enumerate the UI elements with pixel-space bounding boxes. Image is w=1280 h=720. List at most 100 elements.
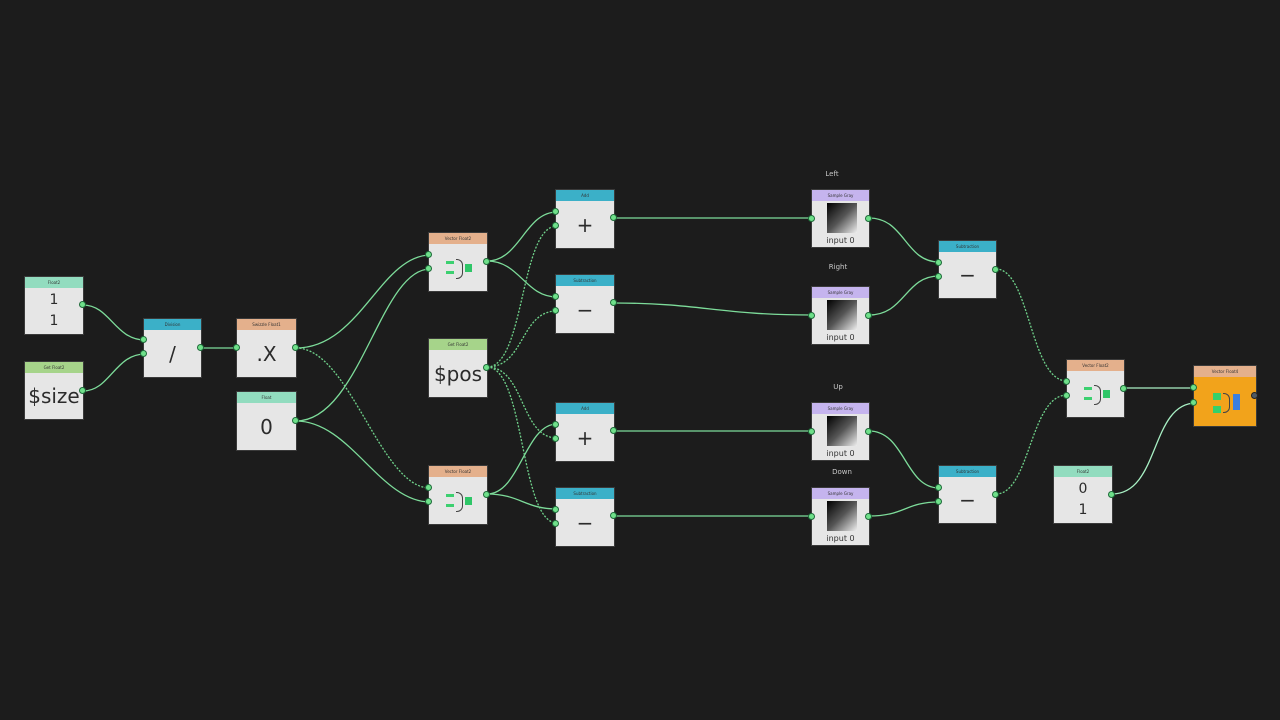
input-port-a[interactable] [140, 336, 147, 343]
output-port[interactable] [1251, 392, 1258, 399]
float2-value-y[interactable]: 1 [49, 313, 59, 329]
subtract-symbol: − [959, 488, 976, 512]
output-port[interactable] [865, 513, 872, 520]
output-port[interactable] [483, 491, 490, 498]
sample-up-label: Up [833, 383, 843, 391]
subtract-symbol: − [959, 263, 976, 287]
float2-value-x[interactable]: 1 [49, 292, 59, 308]
get-size-node[interactable]: Get Float2 $size [25, 362, 86, 419]
output-port[interactable] [79, 301, 86, 308]
float-value[interactable]: 0 [260, 414, 273, 439]
node-header: Subtraction [939, 466, 996, 477]
input-port-y[interactable] [1063, 392, 1070, 399]
input-port-b[interactable] [552, 307, 559, 314]
vector-float2-bottom-node[interactable]: Vector Float2 [425, 466, 490, 524]
input-port-x[interactable] [425, 251, 432, 258]
subtraction-node-1[interactable]: Subtraction − [552, 275, 617, 333]
node-header: Add [556, 403, 614, 414]
division-symbol: / [169, 341, 176, 366]
vector-float4-output-node[interactable]: Vector Float4 [1190, 366, 1258, 426]
add-node-2[interactable]: Add + [552, 403, 617, 461]
division-node[interactable]: Division / [140, 319, 204, 377]
node-header: Add [556, 190, 614, 201]
gradient-preview [827, 416, 857, 446]
sample-left-label: Left [825, 170, 839, 178]
output-port[interactable] [865, 312, 872, 319]
output-port[interactable] [1108, 491, 1115, 498]
input-port[interactable] [808, 428, 815, 435]
input-port-a[interactable] [935, 484, 942, 491]
node-header: Subtraction [556, 488, 614, 499]
float2-value-y[interactable]: 1 [1078, 502, 1088, 518]
sample-down-label: Down [832, 468, 852, 476]
sample-gray-down-node[interactable]: Sample Gray input 0 [808, 488, 872, 545]
subtraction-up-down-node[interactable]: Subtraction − [935, 466, 999, 523]
sample-gray-right-node[interactable]: Sample Gray input 0 [808, 287, 872, 344]
output-port[interactable] [992, 266, 999, 273]
input-port-b[interactable] [552, 520, 559, 527]
node-header: Vector Float4 [1194, 366, 1256, 377]
input-port-a[interactable] [552, 208, 559, 215]
gradient-preview [827, 501, 857, 531]
input-port-y[interactable] [425, 265, 432, 272]
output-port[interactable] [992, 491, 999, 498]
input-port[interactable] [808, 312, 815, 319]
output-port[interactable] [610, 512, 617, 519]
swizzle-value: .X [256, 341, 277, 366]
input-port-a[interactable] [552, 293, 559, 300]
sample-gray-left-node[interactable]: Sample Gray input 0 [808, 190, 872, 247]
input-port[interactable] [233, 344, 240, 351]
input-port-a[interactable] [552, 421, 559, 428]
output-port[interactable] [483, 364, 490, 371]
subtraction-left-right-node[interactable]: Subtraction − [935, 241, 999, 298]
output-port[interactable] [483, 258, 490, 265]
input-port-b[interactable] [140, 350, 147, 357]
add-symbol: + [576, 425, 594, 450]
input-port-y[interactable] [425, 498, 432, 505]
output-port[interactable] [865, 428, 872, 435]
input-port-b[interactable] [935, 498, 942, 505]
output-port[interactable] [79, 387, 86, 394]
input-port-b[interactable] [1190, 399, 1197, 406]
subtraction-node-2[interactable]: Subtraction − [552, 488, 617, 546]
input-port-a[interactable] [935, 259, 942, 266]
swizzle-node[interactable]: Swizzle Float1 .X [233, 319, 299, 377]
input-port-a[interactable] [552, 506, 559, 513]
input-port-x[interactable] [425, 484, 432, 491]
vector-compose-icon [1205, 387, 1245, 417]
float2-value-x[interactable]: 0 [1078, 481, 1088, 497]
float-node[interactable]: Float 0 [237, 392, 299, 450]
output-port[interactable] [610, 299, 617, 306]
add-symbol: + [576, 212, 594, 237]
input-port-b[interactable] [552, 435, 559, 442]
output-port[interactable] [610, 214, 617, 221]
vector-float2-final-node[interactable]: Vector Float2 [1063, 360, 1127, 417]
node-header: Vector Float2 [429, 233, 487, 244]
node-header: Subtraction [556, 275, 614, 286]
vector-compose-icon [1076, 379, 1116, 409]
node-header: Sample Gray [812, 190, 869, 201]
add-node-1[interactable]: Add + [552, 190, 617, 248]
node-header: Float [237, 392, 296, 403]
output-port[interactable] [610, 427, 617, 434]
input-port[interactable] [808, 513, 815, 520]
output-port[interactable] [292, 417, 299, 424]
input-port[interactable] [808, 215, 815, 222]
sample-gray-up-node[interactable]: Sample Gray input 0 [808, 403, 872, 460]
output-port[interactable] [292, 344, 299, 351]
input-label: input 0 [826, 449, 855, 458]
node-header: Vector Float2 [429, 466, 487, 477]
input-port-x[interactable] [1063, 378, 1070, 385]
float2-node[interactable]: Float2 1 1 [25, 277, 86, 334]
get-pos-node[interactable]: Get Float2 $pos [429, 339, 490, 397]
output-port[interactable] [1120, 385, 1127, 392]
input-port-a[interactable] [1190, 384, 1197, 391]
output-port[interactable] [865, 215, 872, 222]
vector-float2-top-node[interactable]: Vector Float2 [425, 233, 490, 291]
vector-compose-icon [438, 486, 478, 516]
output-port[interactable] [197, 344, 204, 351]
float2-constant-node[interactable]: Float2 0 1 [1054, 466, 1115, 523]
input-port-b[interactable] [552, 222, 559, 229]
input-port-b[interactable] [935, 273, 942, 280]
